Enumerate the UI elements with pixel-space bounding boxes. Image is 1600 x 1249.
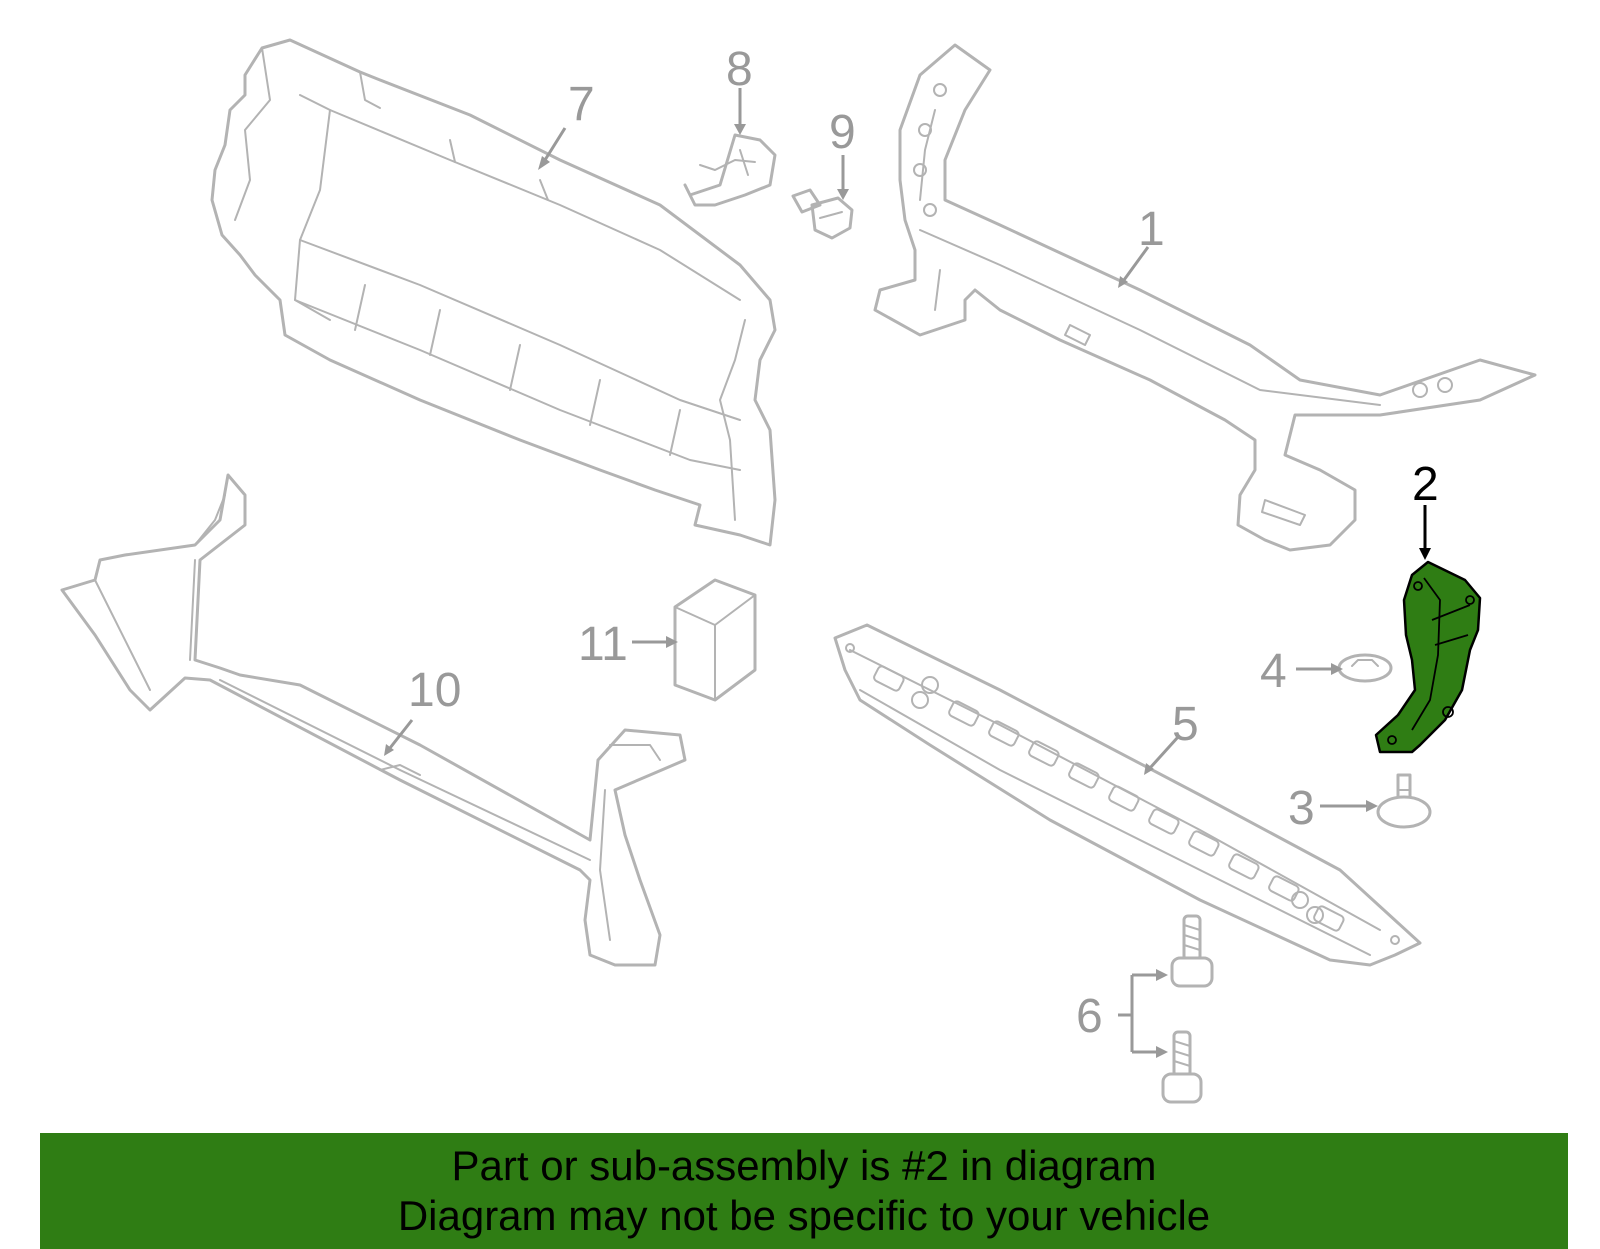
callout-10: 10 — [408, 664, 461, 717]
banner-line-part: Part or sub-assembly is #2 in diagram — [451, 1142, 1157, 1189]
leader-lines — [388, 88, 1427, 1054]
banner-line-disclaimer: Diagram may not be specific to your vehi… — [397, 1192, 1211, 1239]
part-8-bracket[interactable] — [683, 133, 777, 207]
callout-5: 5 — [1172, 698, 1199, 751]
part-11-block[interactable] — [673, 578, 757, 702]
callout-1: 1 — [1138, 203, 1165, 256]
callout-2: 2 — [1412, 458, 1439, 511]
part-3-push-pin[interactable] — [1376, 773, 1432, 829]
part-1-tie-bar[interactable] — [873, 43, 1537, 552]
part-7-frame[interactable] — [210, 38, 777, 547]
leader-arrowheads — [384, 124, 1431, 1058]
callout-8: 8 — [726, 43, 753, 96]
callout-9: 9 — [829, 106, 856, 159]
part-5-slots — [845, 643, 1400, 945]
part-6-bolt-lower — [1161, 1030, 1203, 1104]
part-9-bolt[interactable] — [791, 188, 854, 240]
part-2-bracket-highlighted[interactable] — [1374, 560, 1482, 754]
info-banner: Part or sub-assembly is #2 in diagram Di… — [40, 1133, 1568, 1249]
callout-4: 4 — [1260, 645, 1287, 698]
callout-3: 3 — [1288, 782, 1315, 835]
callout-labels: 7 8 9 1 2 4 3 5 6 10 11 — [408, 43, 1439, 1043]
part-6-bolt-upper — [1170, 914, 1214, 988]
callout-7: 7 — [568, 78, 595, 131]
part-6-bolts[interactable] — [1161, 914, 1214, 1104]
part-4-clip[interactable] — [1337, 653, 1393, 683]
part-5-lower-bar[interactable] — [833, 623, 1422, 967]
callout-6: 6 — [1076, 990, 1103, 1043]
callout-11: 11 — [578, 618, 628, 671]
part-10-deflector[interactable] — [60, 473, 687, 967]
